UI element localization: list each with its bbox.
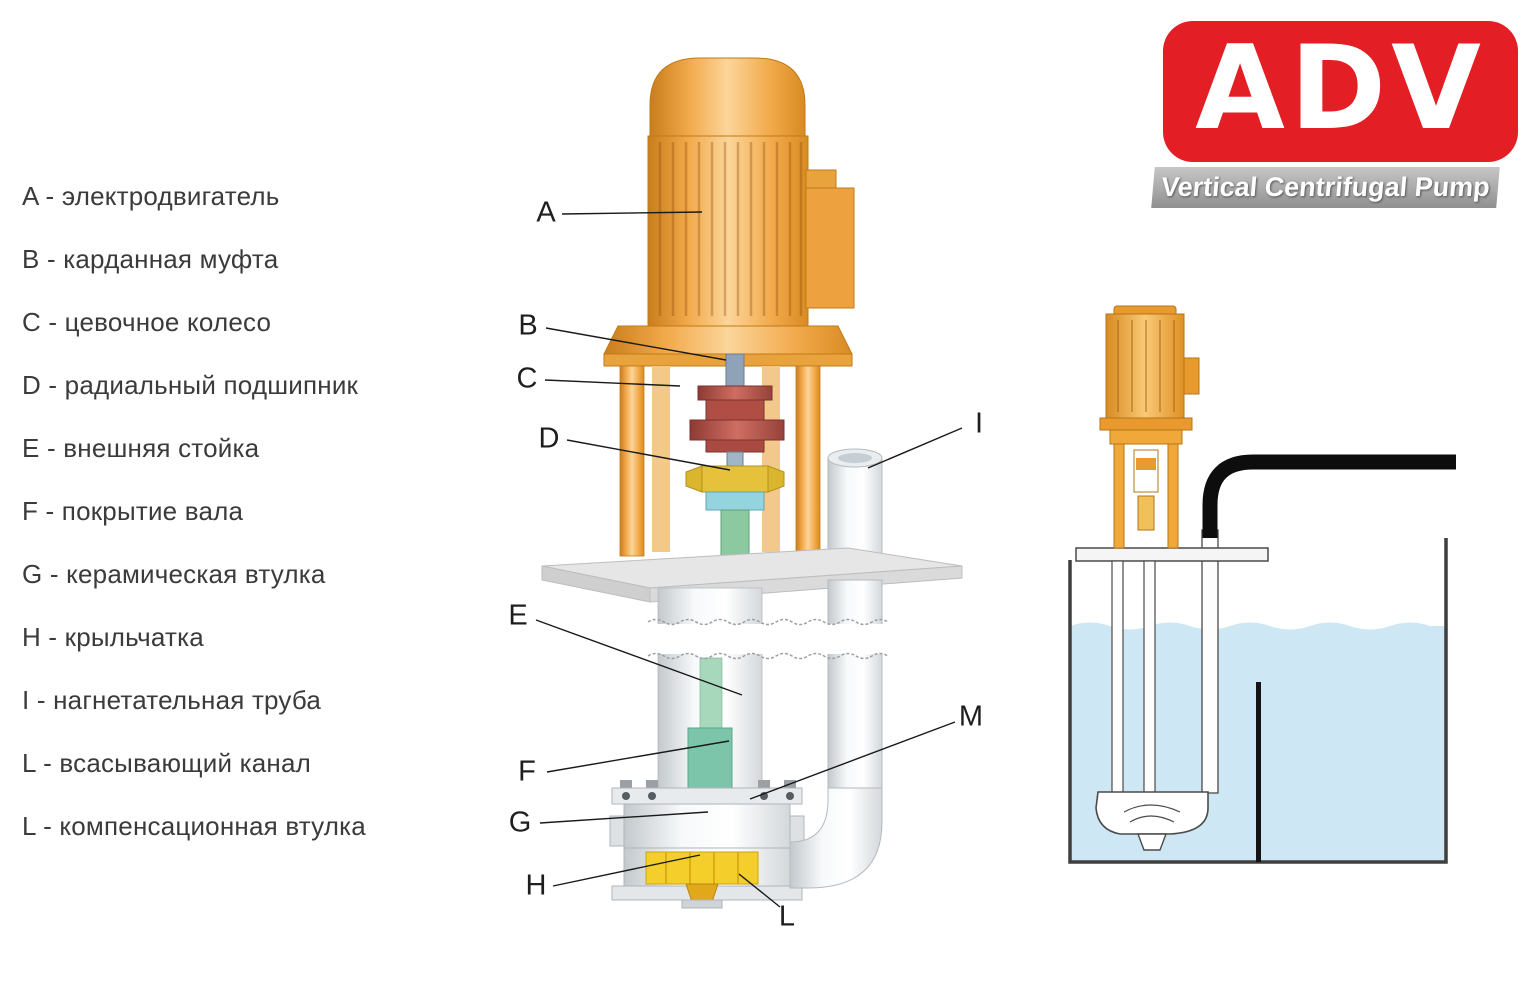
- impeller: [645, 851, 759, 885]
- schematic-discharge-pipe: [1201, 529, 1219, 794]
- callout-b: B: [518, 309, 538, 342]
- legend-item-a: A - электродвигатель: [22, 181, 280, 211]
- installation-schematic: [1068, 305, 1456, 864]
- motor-junction-box: [805, 187, 855, 309]
- legend-item-l2: L - компенсационная втулка: [22, 811, 366, 841]
- legend-item-l1: L - всасывающий канал: [22, 748, 312, 778]
- discharge-pipe-lower: [827, 579, 883, 801]
- motor-flange: [603, 325, 853, 355]
- radial-bearing: [701, 465, 769, 493]
- callout-l: L: [778, 900, 796, 933]
- callout-g: G: [508, 806, 532, 839]
- brand-tagline-banner: Vertical Centrifugal Pump: [1151, 167, 1500, 208]
- legend-item-d: D - радиальный подшипник: [22, 370, 359, 400]
- cardan-coupling: [725, 353, 745, 389]
- legend-item-c: C - цевочное колесо: [22, 307, 272, 337]
- schematic-pump-body: [1095, 791, 1209, 851]
- schematic-motor-unit: [1099, 305, 1200, 549]
- brand-logo-text: ADV: [1195, 20, 1486, 156]
- legend-item-e: E - внешняя стойка: [22, 433, 260, 463]
- suction-channel: [681, 883, 723, 909]
- schematic-mounting-plate: [1075, 547, 1269, 562]
- pinion-wheel: [697, 385, 773, 401]
- legend-item-f: F - покрытие вала: [22, 496, 244, 526]
- callout-m: M: [958, 700, 984, 733]
- callout-c: C: [516, 362, 538, 395]
- parts-legend: A - электродвигатель B - карданная муфта…: [22, 181, 366, 874]
- legend-item-i: I - нагнетательная труба: [22, 685, 322, 715]
- pump-casing: [609, 780, 805, 909]
- tank: [1068, 538, 1448, 864]
- legend-item-h: H - крыльчатка: [22, 622, 204, 652]
- callout-h: H: [525, 869, 547, 902]
- brand-logo-badge: ADV: [1163, 21, 1518, 162]
- discharge-pipe-elbow: [789, 787, 883, 889]
- electric-motor: [603, 57, 855, 367]
- schematic-outlet-pipe: [1202, 454, 1456, 538]
- tank-baffle: [1256, 682, 1261, 862]
- callout-i: I: [974, 407, 984, 440]
- pump-cutaway-illustration: [541, 57, 963, 909]
- legend-item-b: B - карданная муфта: [22, 244, 279, 274]
- callout-e: E: [508, 599, 528, 632]
- break-lines: [647, 618, 892, 660]
- callout-a: A: [536, 196, 556, 229]
- callout-d: D: [538, 422, 560, 455]
- callout-f: F: [518, 755, 536, 788]
- legend-item-g: G - керамическая втулка: [22, 559, 326, 589]
